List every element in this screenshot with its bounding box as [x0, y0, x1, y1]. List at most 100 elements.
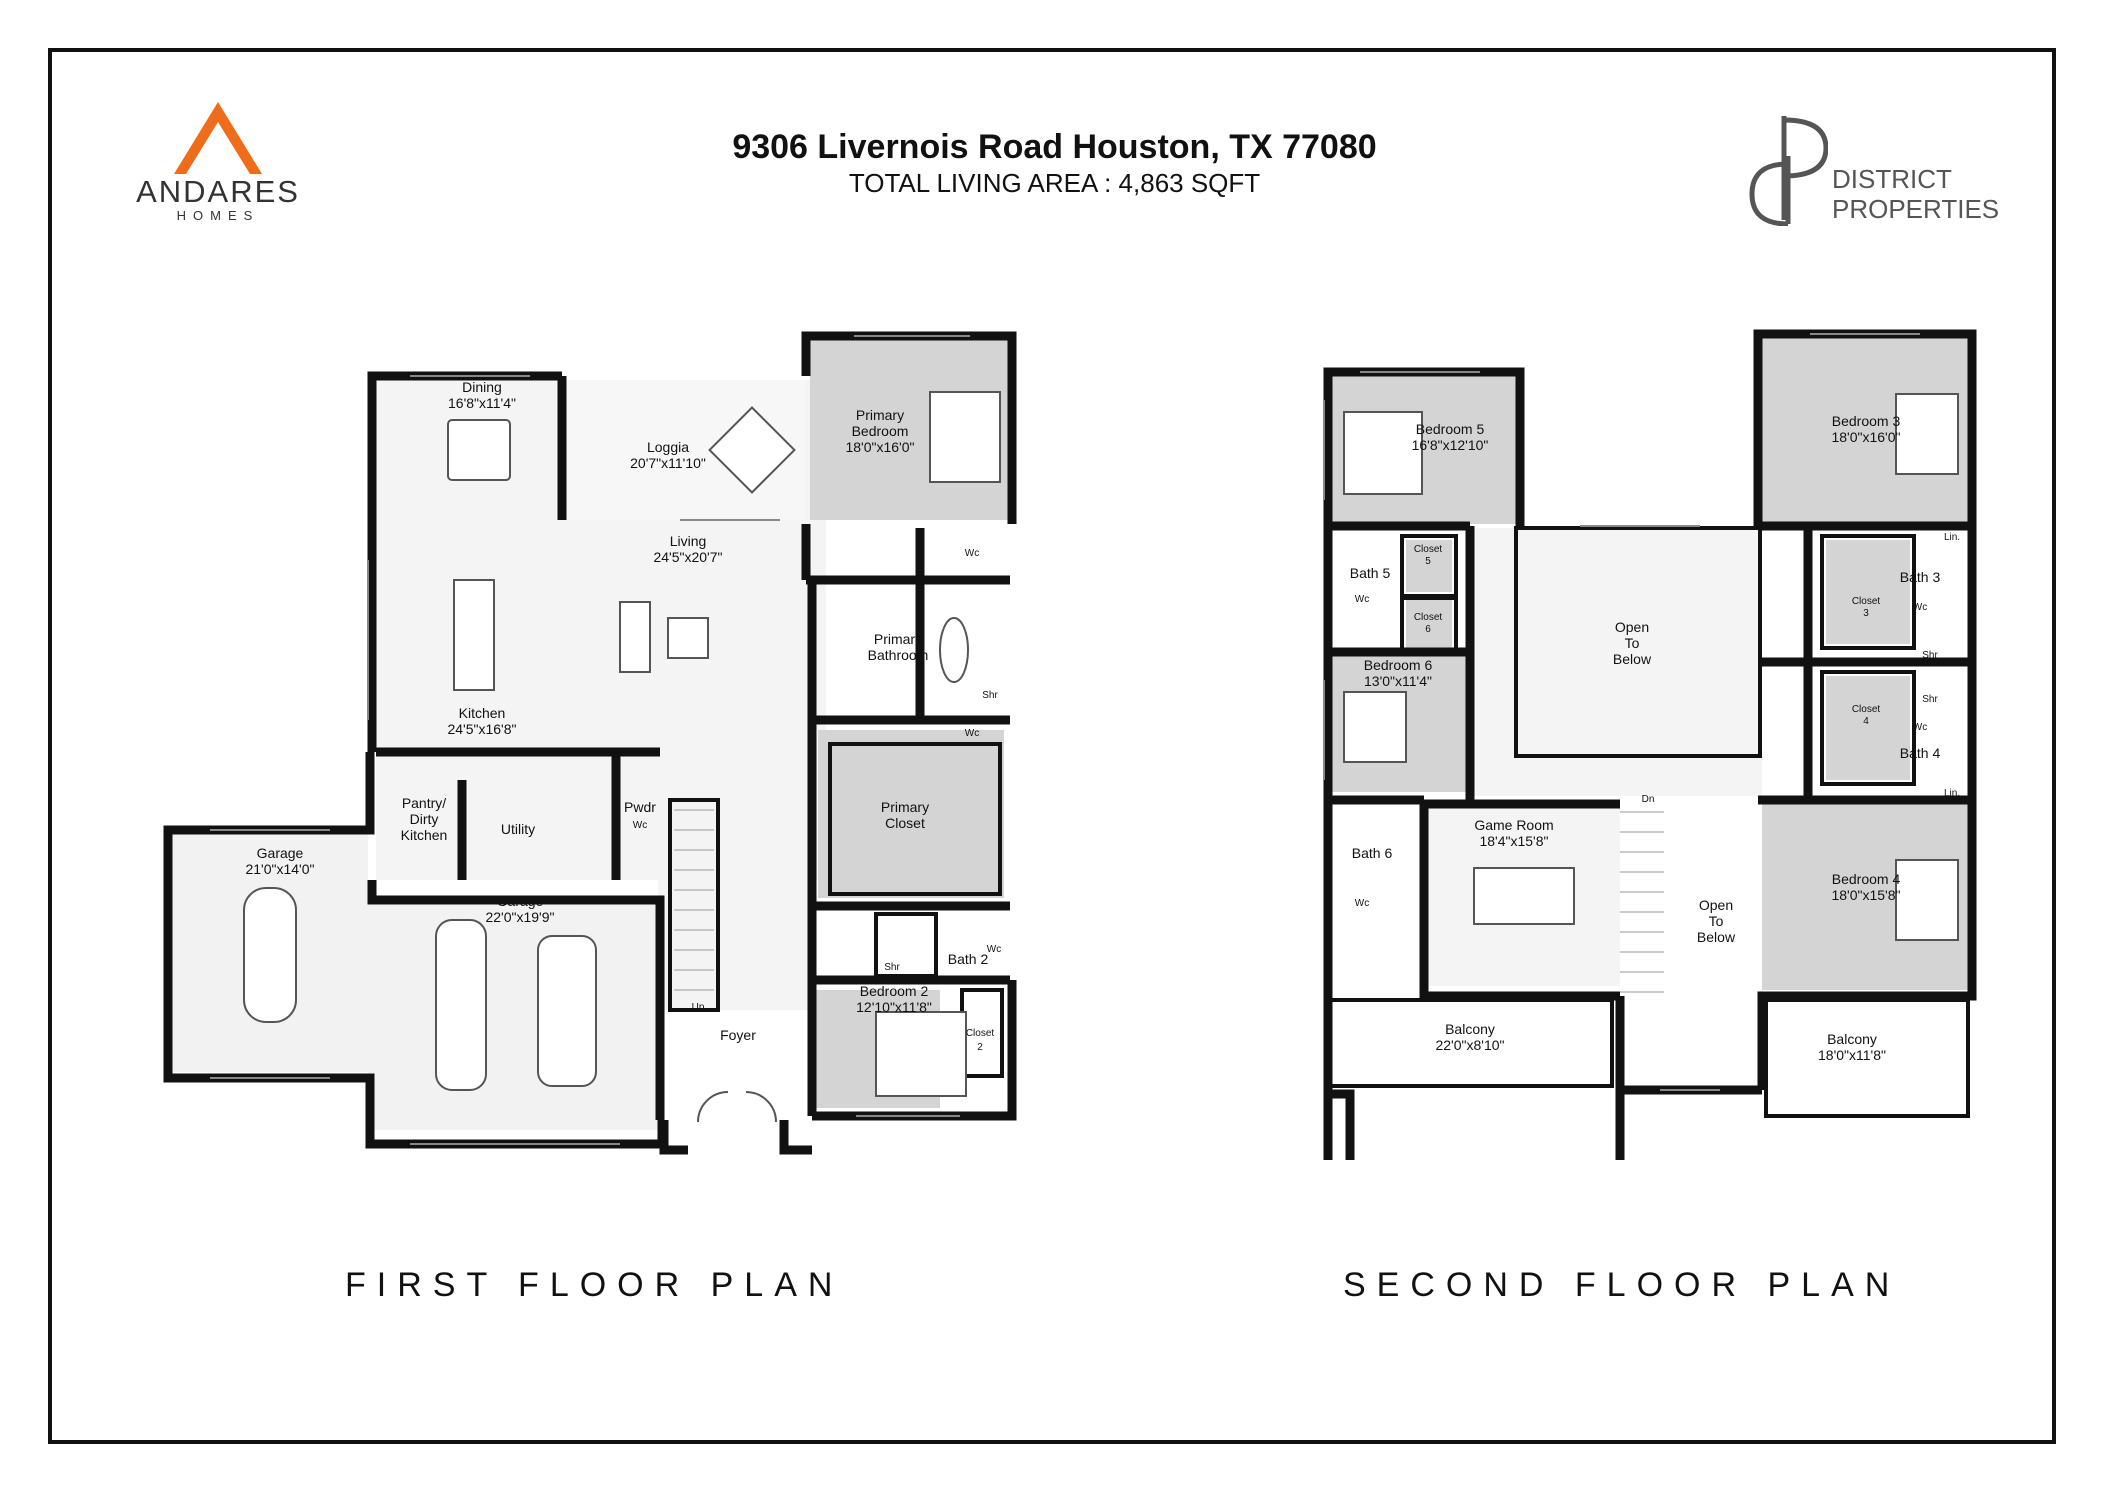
- andares-logo: ANDARES HOMES: [118, 96, 318, 226]
- balcony-right-name: Balcony: [1827, 1031, 1877, 1047]
- bedroom3-dim: 18'0"x16'0": [1831, 429, 1900, 445]
- closet5-fill: [1406, 540, 1452, 592]
- bath2-name: Bath 2: [948, 951, 989, 967]
- district-line1: DISTRICT: [1832, 164, 1952, 194]
- closet2-name1: Closet: [966, 1028, 995, 1039]
- balcony-left-name: Balcony: [1445, 1021, 1495, 1037]
- primary-bedroom-name1: Primary: [856, 407, 904, 423]
- closet2-name2: 2: [977, 1042, 983, 1053]
- bedroom6-dim: 13'0"x11'4": [1364, 673, 1432, 689]
- primary-wc: Wc: [965, 548, 979, 559]
- game-room-dim: 18'4"x15'8": [1479, 833, 1548, 849]
- lin-label: Lin.: [1944, 532, 1960, 543]
- game-room-name: Game Room: [1474, 817, 1553, 833]
- car-icon: [243, 887, 297, 1023]
- primary-wc-2: Wc: [965, 728, 979, 739]
- second-floor-label: SECOND FLOOR PLAN: [1343, 1266, 1901, 1304]
- pantry-name3: Kitchen: [401, 827, 448, 843]
- bedroom4-bed-icon: [1895, 859, 1959, 941]
- balcony-left-dim: 22'0"x8'10": [1435, 1037, 1504, 1053]
- pantry-name1: Pantry/: [402, 795, 446, 811]
- bath3-shr: Shr: [1922, 650, 1938, 661]
- primary-shr: Shr: [982, 690, 998, 701]
- closet3-fill: [1826, 540, 1910, 644]
- bedroom3-bed-icon: [1895, 393, 1959, 475]
- garage-main-floor: [368, 900, 660, 1130]
- first-floor-windows: [210, 335, 970, 1145]
- closet3-name2: 3: [1863, 608, 1869, 619]
- balcony-right-dim: 18'0"x11'8": [1818, 1047, 1886, 1063]
- closet6-name1: Closet: [1414, 612, 1443, 623]
- dining-name: Dining: [462, 379, 502, 395]
- open-below1-l1: Open: [1615, 619, 1649, 635]
- primary-closet-name2: Closet: [885, 815, 925, 831]
- primary-closet-name1: Primary: [881, 799, 929, 815]
- living-name: Living: [670, 533, 707, 549]
- bath6-wc: Wc: [1355, 898, 1369, 909]
- loggia-name: Loggia: [647, 439, 689, 455]
- bedroom4-name: Bedroom 4: [1832, 871, 1901, 887]
- pwdr-wc: Wc: [633, 820, 647, 831]
- kitchen-dim: 24'5"x16'8": [447, 721, 516, 737]
- garage-main-dim: 22'0"x19'9": [485, 909, 554, 925]
- pwdr-name: Pwdr: [624, 799, 656, 815]
- closet6-name2: 6: [1425, 624, 1431, 635]
- pantry-name2: Dirty: [410, 811, 439, 827]
- bath3-name: Bath 3: [1900, 569, 1941, 585]
- suv-icon: [537, 935, 597, 1087]
- utility-name: Utility: [501, 821, 535, 837]
- stair-dn: Dn: [1642, 794, 1655, 805]
- foyer-door-icon: [697, 1091, 729, 1123]
- bedroom5-dim: 16'8"x12'10": [1412, 437, 1489, 453]
- primary-bedroom-dim: 18'0"x16'0": [845, 439, 914, 455]
- first-floor-label: FIRST FLOOR PLAN: [345, 1266, 844, 1304]
- bath5-wc: Wc: [1355, 594, 1369, 605]
- bath3-wc: Wc: [1913, 602, 1927, 613]
- district-logo: DISTRICT PROPERTIES: [1748, 96, 2028, 227]
- hall-floor: [1470, 528, 1762, 796]
- closet3-name1: Closet: [1852, 596, 1881, 607]
- lin-label-2: Lin.: [1944, 788, 1960, 799]
- open-below2-l1: Open: [1699, 897, 1733, 913]
- primary-bathroom-name2: Bathroom: [868, 647, 929, 663]
- second-floor-partitions: [1328, 526, 1970, 1118]
- bath2-wc: Wc: [987, 944, 1001, 955]
- loggia-dim: 20'7"x11'10": [630, 455, 706, 471]
- loggia-table-icon: [708, 406, 796, 494]
- first-floor-stair: [674, 809, 714, 991]
- stair-up: Up: [692, 1002, 705, 1013]
- bath4-wc: Wc: [1913, 722, 1927, 733]
- bath5-name: Bath 5: [1350, 565, 1391, 581]
- andares-sub: HOMES: [176, 208, 260, 223]
- bath4-shr: Shr: [1922, 694, 1938, 705]
- closet5-name1: Closet: [1414, 544, 1443, 555]
- coffee-table-icon: [667, 617, 709, 659]
- second-floor-stair: [1620, 811, 1664, 993]
- primary-bed-icon: [929, 391, 1001, 483]
- kitchen-name: Kitchen: [459, 705, 506, 721]
- living-foyer-floor: [658, 530, 808, 1010]
- bedroom5-bed-icon: [1343, 411, 1423, 495]
- bedroom6-bed-icon: [1343, 691, 1407, 763]
- living-dim: 24'5"x20'7": [653, 549, 722, 565]
- second-floor-plan: Bedroom 5 16'8"x12'10" Bedroom 3 18'0"x1…: [1323, 329, 1977, 1160]
- open-below2-l2: To: [1709, 913, 1724, 929]
- closet4-fill: [1826, 676, 1910, 780]
- andares-brand: ANDARES: [136, 174, 300, 209]
- closet4-name1: Closet: [1852, 704, 1881, 715]
- bathtub-icon: [939, 617, 969, 683]
- garage-main-name: Garage: [497, 893, 544, 909]
- pool-table-icon: [1473, 867, 1575, 925]
- first-floor-plan: Dining 16'8"x11'4" Loggia 20'7"x11'10" P…: [163, 331, 1017, 1155]
- second-floor-furniture: [1343, 393, 1959, 941]
- open-below1-l3: Below: [1613, 651, 1652, 667]
- bedroom5-name: Bedroom 5: [1416, 421, 1485, 437]
- primary-bathroom-name1: Primary: [874, 631, 922, 647]
- dp-monogram-icon: [1749, 116, 1829, 227]
- kitchen-island-icon: [453, 579, 495, 691]
- page-frame: [48, 48, 2056, 1444]
- closet6-fill: [1406, 600, 1452, 652]
- bedroom6-name: Bedroom 6: [1364, 657, 1433, 673]
- bedroom2-bed-icon: [875, 1011, 967, 1097]
